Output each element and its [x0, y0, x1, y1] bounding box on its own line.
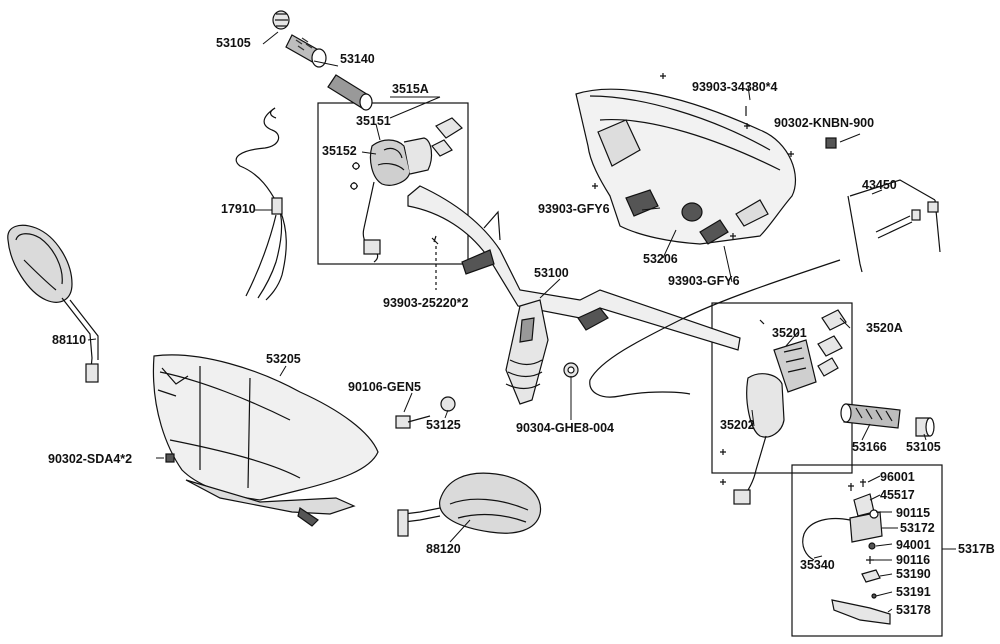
- label-43450: 43450: [862, 178, 897, 192]
- label-53105-top: 53105: [216, 36, 251, 50]
- leader-lines: [87, 31, 956, 613]
- rear-cover-53206: [575, 88, 796, 245]
- group-box-5317b: [791, 464, 943, 637]
- group-box-3515a: [317, 102, 469, 265]
- grip-53166: [840, 403, 901, 429]
- label-88120: 88120: [426, 542, 461, 556]
- nut-90302-sda4: [165, 453, 175, 463]
- label-35201: 35201: [772, 326, 807, 340]
- switch-parts-3520a: [817, 309, 847, 377]
- handlebar-53100: [407, 185, 741, 405]
- label-53206: 53206: [643, 252, 678, 266]
- label-53190: 53190: [896, 567, 931, 581]
- cable-17910: [235, 107, 287, 301]
- label-93903-gfy6-b: 93903-GFY6: [668, 274, 740, 288]
- label-53172: 53172: [900, 521, 935, 535]
- label-90106-gen5: 90106-GEN5: [348, 380, 421, 394]
- label-88110: 88110: [52, 333, 87, 347]
- nut-90304-ghe8: [563, 362, 579, 378]
- label-35340: 35340: [800, 558, 835, 572]
- label-5317b: 5317B: [958, 542, 995, 556]
- label-53178: 53178: [896, 603, 931, 617]
- screws-35152: [350, 162, 360, 190]
- label-94001: 94001: [896, 538, 931, 552]
- switch-35202: [720, 373, 785, 505]
- lever-assembly-5317b: [802, 479, 891, 625]
- label-3520a: 3520A: [866, 321, 903, 335]
- screws-53206: [592, 73, 837, 239]
- label-53105-right: 53105: [906, 440, 941, 454]
- label-93903-34380: 93903-34380*4: [692, 80, 778, 94]
- switch-35201: [773, 339, 817, 393]
- switch-35151: [431, 117, 463, 157]
- label-90302-sda4: 90302-SDA4*2: [48, 452, 133, 466]
- grip-end-53105-top: [272, 10, 290, 30]
- label-90304-ghe8-004: 90304-GHE8-004: [516, 421, 614, 435]
- mirror-88120: [397, 472, 542, 537]
- group-box-3520a: [711, 302, 853, 474]
- label-35152: 35152: [322, 144, 357, 158]
- label-53140: 53140: [340, 52, 375, 66]
- label-53125: 53125: [426, 418, 461, 432]
- label-53191: 53191: [896, 585, 931, 599]
- grip-53140: [285, 34, 373, 111]
- label-35202: 35202: [720, 418, 755, 432]
- label-45517: 45517: [880, 488, 915, 502]
- label-53166: 53166: [852, 440, 887, 454]
- label-90302-knbn-900: 90302-KNBN-900: [774, 116, 875, 130]
- bolt-90106-gen5: [395, 415, 431, 429]
- label-93903-gfy6-a: 93903-GFY6: [538, 202, 610, 216]
- label-53100: 53100: [534, 266, 569, 280]
- label-17910: 17910: [221, 202, 256, 216]
- label-96001: 96001: [880, 470, 915, 484]
- label-90115: 90115: [896, 506, 931, 520]
- label-93903-25220: 93903-25220*2: [383, 296, 469, 310]
- label-90116: 90116: [896, 553, 931, 567]
- front-cover-53205: [152, 354, 379, 527]
- label-3515a: 3515A: [392, 82, 429, 96]
- grip-end-53105-right: [915, 417, 935, 437]
- screw-93903-25220: [431, 235, 439, 290]
- label-35151: 35151: [356, 114, 391, 128]
- collar-53125: [440, 396, 456, 412]
- switch-35152: [362, 137, 433, 263]
- label-53205: 53205: [266, 352, 301, 366]
- throttle-cable-43450: [589, 179, 941, 398]
- mirror-88110: [7, 224, 99, 383]
